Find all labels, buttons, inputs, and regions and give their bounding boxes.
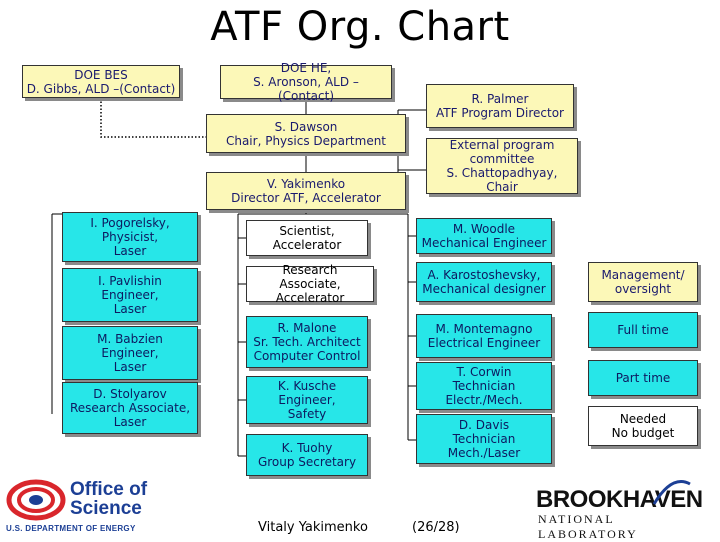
bnl-arc-icon: [652, 480, 691, 505]
karostoshevsky-box: A. Karostoshevsky, Mechanical designer: [416, 262, 552, 302]
pavlishin-box: I. Pavlishin Engineer, Laser: [62, 268, 198, 322]
pogorelsky-box: I. Pogorelsky, Physicist, Laser: [62, 212, 198, 262]
malone-box: R. Malone Sr. Tech. Architect Computer C…: [246, 316, 368, 368]
author-name: Vitaly Yakimenko: [258, 520, 368, 535]
babzien-box: M. Babzien Engineer, Laser: [62, 326, 198, 380]
brookhaven-name: BROOKHAVEN: [536, 486, 703, 513]
legend-part-time: Part time: [588, 360, 698, 396]
kusche-box: K. Kusche Engineer, Safety: [246, 376, 368, 424]
yakimenko-box: V. Yakimenko Director ATF, Accelerator: [206, 172, 406, 210]
doe-swirl-icon: [6, 478, 66, 522]
montemagno-box: M. Montemagno Electrical Engineer: [416, 314, 552, 358]
stolyarov-box: D. Stolyarov Research Associate, Laser: [62, 382, 198, 434]
tuohy-box: K. Tuohy Group Secretary: [246, 434, 368, 476]
dawson-box: S. Dawson Chair, Physics Department: [206, 114, 406, 153]
chart-title: ATF Org. Chart: [210, 4, 510, 50]
legend-full-time: Full time: [588, 312, 698, 348]
doe-he-box: DOE HE, S. Aronson, ALD – (Contact): [220, 61, 392, 103]
page-number: (26/28): [412, 520, 460, 535]
scientist-accelerator-box: Scientist, Accelerator: [246, 220, 368, 256]
woodle-box: M. Woodle Mechanical Engineer: [416, 218, 552, 254]
legend-management: Management/ oversight: [588, 262, 698, 302]
palmer-box: R. Palmer ATF Program Director: [426, 84, 574, 128]
brookhaven-logo: BROOKHAVEN NATIONAL LABORATORY: [534, 480, 716, 541]
davis-box: D. Davis Technician Mech./Laser: [416, 414, 552, 464]
office-of-science-logo: Office of Science U.S. DEPARTMENT OF ENE…: [6, 478, 176, 538]
office-of-science-title: Office of Science: [70, 479, 148, 519]
doe-label: U.S. DEPARTMENT OF ENERGY: [6, 524, 136, 533]
research-associate-accelerator-box: Research Associate, Accelerator: [246, 263, 374, 305]
doe-bes-box: DOE BES D. Gibbs, ALD –(Contact): [22, 65, 180, 98]
external-committee-box: External program committee S. Chattopadh…: [426, 138, 578, 194]
corwin-box: T. Corwin Technician Electr./Mech.: [416, 362, 552, 410]
national-laboratory-label: NATIONAL LABORATORY: [538, 512, 638, 541]
legend-needed: Needed No budget: [588, 406, 698, 446]
